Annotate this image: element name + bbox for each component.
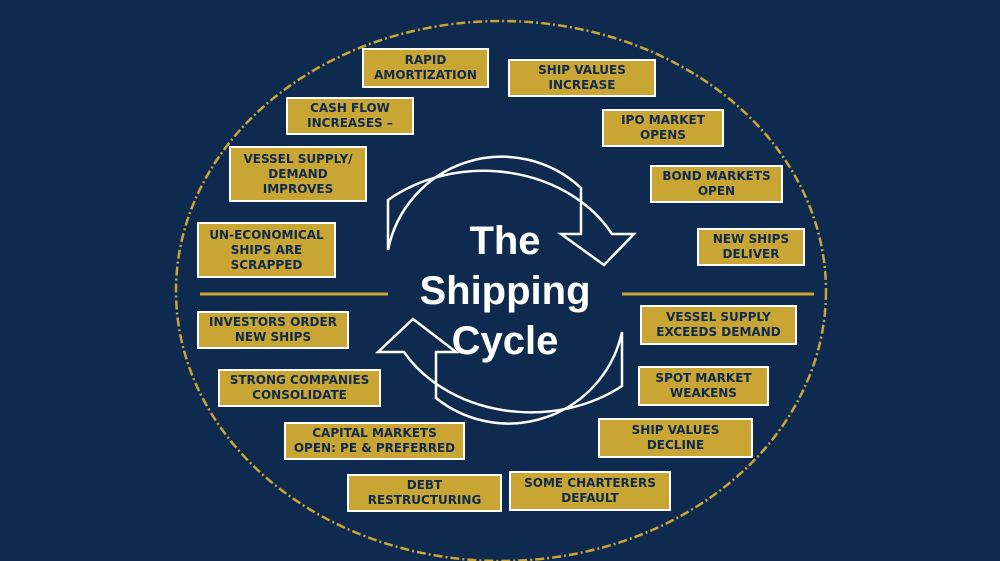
stage-investors-order-new-ships: INVESTORS ORDER NEW SHIPS: [197, 311, 349, 349]
stage-vessel-supply-demand-improves: VESSEL SUPPLY/ DEMAND IMPROVES: [229, 146, 367, 202]
stage-strong-companies-consolidate: STRONG COMPANIES CONSOLIDATE: [218, 369, 381, 407]
diagram-title: The Shipping Cycle: [400, 216, 610, 366]
stage-bond-markets-open: BOND MARKETS OPEN: [650, 165, 783, 203]
top-cycle-arrow-icon: [386, 155, 637, 267]
stage-capital-markets-open: CAPITAL MARKETS OPEN: PE & PREFERRED: [284, 422, 465, 460]
title-line-shipping: Shipping: [419, 269, 591, 313]
stage-ship-values-increase: SHIP VALUES INCREASE: [508, 59, 656, 97]
stage-rapid-amortization: RAPID AMORTIZATION: [362, 48, 489, 88]
stage-cash-flow-increases: CASH FLOW INCREASES –: [286, 97, 414, 135]
stage-ship-values-decline: SHIP VALUES DECLINE: [598, 418, 753, 458]
title-line-cycle: Cycle: [451, 319, 559, 363]
stage-some-charterers-default: SOME CHARTERERS DEFAULT: [509, 471, 671, 511]
stage-vessel-supply-exceeds-demand: VESSEL SUPPLY EXCEEDS DEMAND: [640, 305, 797, 345]
stage-new-ships-deliver: NEW SHIPS DELIVER: [697, 228, 805, 266]
stage-ipo-market-opens: IPO MARKET OPENS: [602, 109, 724, 147]
title-line-the: The: [469, 219, 541, 263]
stage-spot-market-weakens: SPOT MARKET WEAKENS: [638, 366, 769, 406]
stage-debt-restructuring: DEBT RESTRUCTURING: [347, 474, 502, 512]
outer-cycle-ellipse: [174, 19, 828, 561]
stage-uneconomical-ships-scrapped: UN-ECONOMICAL SHIPS ARE SCRAPPED: [197, 222, 336, 278]
bottom-cycle-arrow-icon: [374, 317, 624, 425]
